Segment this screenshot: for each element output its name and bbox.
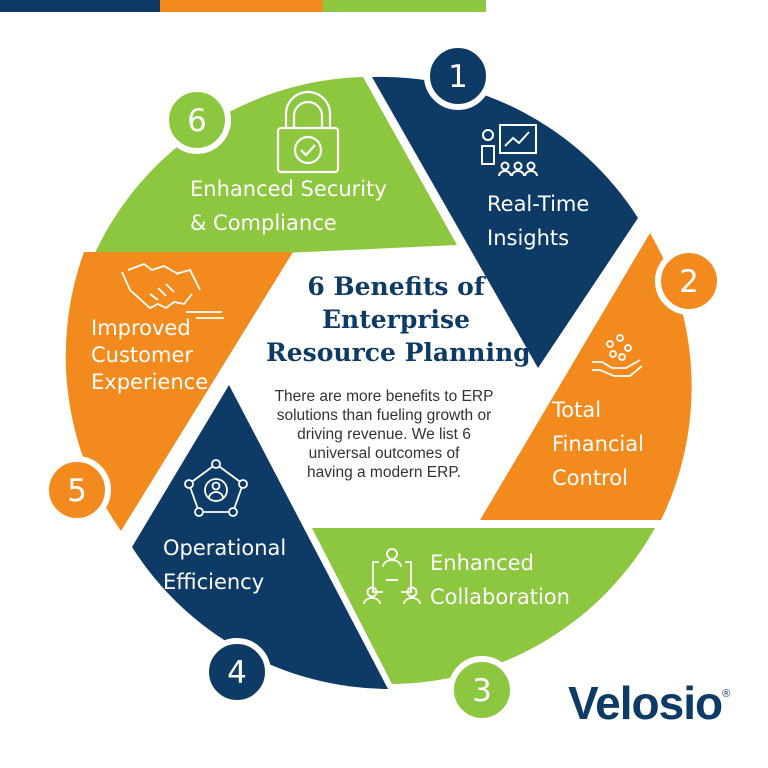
segment-1: 1 Real-Time Insights — [372, 42, 638, 368]
segment-3-label: Enhanced Collaboration — [430, 551, 570, 609]
top-bar-navy — [0, 0, 160, 12]
top-bar-green — [323, 0, 486, 12]
segment-5-shape — [65, 252, 293, 531]
segment-2-label: Total Financial Control — [551, 398, 651, 490]
number-1-circle — [424, 42, 492, 110]
number-5-circle — [43, 456, 111, 524]
center-text-line: having a modern ERP. — [307, 464, 461, 481]
number-4: 4 — [227, 655, 247, 691]
number-3: 3 — [472, 673, 492, 709]
handshake-icon — [121, 262, 224, 319]
segment-6-shape — [91, 77, 457, 262]
presentation-icon — [481, 124, 538, 177]
registered-mark: ® — [722, 687, 730, 700]
segment-5: 5 Improved Customer Experience — [43, 252, 293, 531]
hand-coins-icon — [592, 334, 643, 377]
number-4-circle — [203, 638, 271, 706]
logo-text: Velosio — [568, 677, 723, 729]
number-6: 6 — [187, 103, 207, 139]
center-text-line: There are more benefits to ERP — [274, 388, 494, 405]
velosio-logo: Velosio® — [568, 676, 730, 730]
center-text-line: driving revenue. We list 6 — [297, 426, 471, 443]
network-person-icon — [184, 459, 248, 517]
segment-4: 4 Operational Efficiency — [132, 385, 388, 706]
segment-5-label: Improved Customer Experience — [91, 316, 208, 394]
segment-1-shape — [372, 76, 638, 368]
segment-3-shape — [312, 528, 655, 684]
number-3-circle — [448, 656, 516, 724]
padlock-check-icon — [276, 90, 340, 174]
segment-3: 3 Enhanced Collaboration — [312, 528, 655, 724]
number-5: 5 — [67, 473, 87, 509]
segment-1-label: Real-Time Insights — [487, 192, 596, 250]
center-title-line: Enterprise — [322, 305, 470, 334]
center-text-line: solutions than fueling growth or — [276, 407, 492, 424]
collaboration-icon — [363, 548, 421, 605]
segment-2: 2 Total Financial Control — [480, 233, 723, 520]
segment-6: 6 Enhanced Security & Compliance — [91, 77, 457, 262]
number-6-circle — [163, 86, 231, 154]
top-bar-orange — [160, 0, 323, 12]
segment-6-label: Enhanced Security & Compliance — [190, 177, 393, 235]
segment-2-shape — [480, 233, 692, 520]
segment-4-label: Operational Efficiency — [163, 536, 293, 594]
center-title-line: Resource Planning — [266, 338, 531, 367]
number-2: 2 — [679, 264, 699, 300]
center-title: 6 Benefits of Enterprise Resource Planni… — [266, 270, 531, 369]
number-1: 1 — [448, 59, 468, 95]
center-text-line: universal outcomes of — [308, 445, 460, 462]
segment-4-shape — [132, 385, 388, 689]
center-description: There are more benefits to ERP solutions… — [250, 387, 518, 482]
center-title-line: 6 Benefits of — [307, 272, 485, 301]
number-2-circle — [655, 247, 723, 315]
